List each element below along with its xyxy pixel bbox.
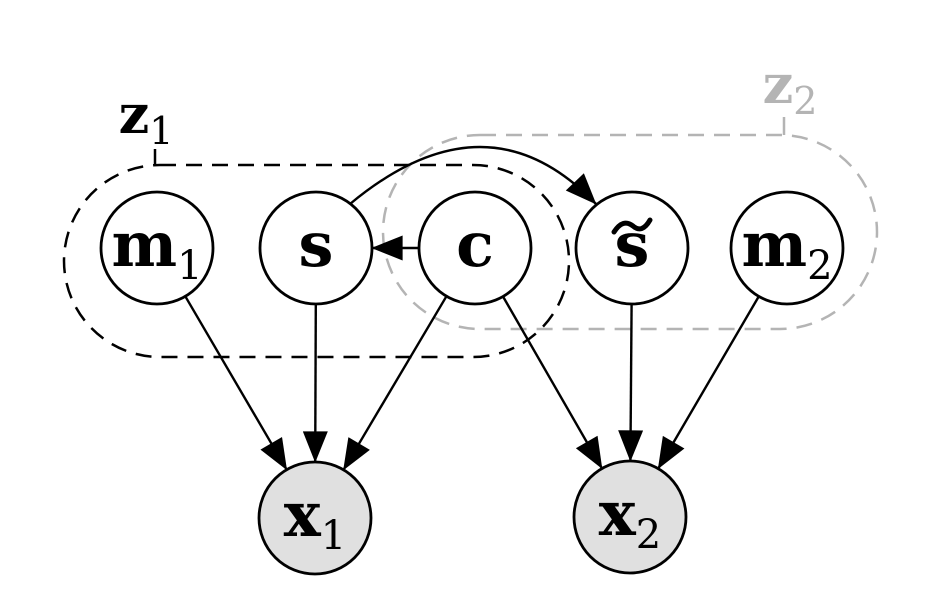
edge-m2-to-x2 (657, 295, 760, 470)
plate-z1-label-main: z (119, 82, 150, 146)
node-s-circle (258, 190, 374, 306)
tilde-accent-icon (611, 217, 653, 235)
plate-z2-label-main: z (763, 52, 794, 116)
edge-s_tilde-to-x2 (618, 303, 644, 462)
edges-layer (184, 145, 760, 471)
node-x1-label: x1 (284, 478, 346, 559)
plate-z1: z1 (62, 82, 571, 359)
node-c: c (417, 190, 533, 306)
plate-z2-label: z2 (763, 52, 818, 123)
plate-z2-label-subscript: 2 (793, 79, 817, 123)
node-x1-label-main: x (284, 478, 322, 551)
node-m2-label-subscript: 2 (807, 243, 832, 289)
node-s_tilde: s (574, 190, 690, 306)
node-x2-label-subscript: 2 (636, 512, 661, 558)
node-m1-label-main: m (111, 208, 177, 281)
node-s-label: s (299, 208, 334, 281)
edge-s-to-s_tilde (349, 145, 597, 205)
plate-z1-label: z1 (119, 82, 174, 153)
node-s_tilde-label-main: s (615, 208, 650, 281)
edge-s-to-x1 (302, 303, 328, 463)
edge-m1-to-x1 (184, 295, 288, 471)
edge-c-to-x2 (501, 295, 604, 470)
node-x1: x1 (257, 460, 373, 576)
plate-z1-label-subscript: 1 (149, 109, 173, 153)
node-x1-circle (257, 460, 373, 576)
node-s_tilde-label: s (615, 208, 650, 281)
node-x2-label: x2 (599, 477, 661, 558)
node-x1-label-subscript: 1 (321, 513, 346, 559)
node-m2-circle (729, 190, 845, 306)
node-s_tilde-circle (574, 190, 690, 306)
node-x2-label-main: x (599, 477, 637, 550)
plate-z2: z2 (381, 52, 879, 331)
node-m2-label: m2 (741, 208, 832, 289)
node-c-label: c (456, 208, 494, 281)
edge-c-to-x1 (342, 295, 448, 471)
node-m1-circle (99, 190, 215, 306)
plate-z2-boundary (381, 133, 879, 331)
node-x2: x2 (572, 459, 688, 575)
node-s-label-main: s (299, 208, 334, 281)
plate-z1-boundary (62, 163, 571, 359)
node-m1: m1 (99, 190, 215, 306)
node-s: s (258, 190, 374, 306)
node-m1-label-subscript: 1 (177, 243, 202, 289)
node-m2-label-main: m (741, 208, 807, 281)
node-m1-label: m1 (111, 208, 202, 289)
node-c-label-main: c (456, 208, 494, 281)
node-m2: m2 (729, 190, 845, 306)
node-c-circle (417, 190, 533, 306)
node-x2-circle (572, 459, 688, 575)
